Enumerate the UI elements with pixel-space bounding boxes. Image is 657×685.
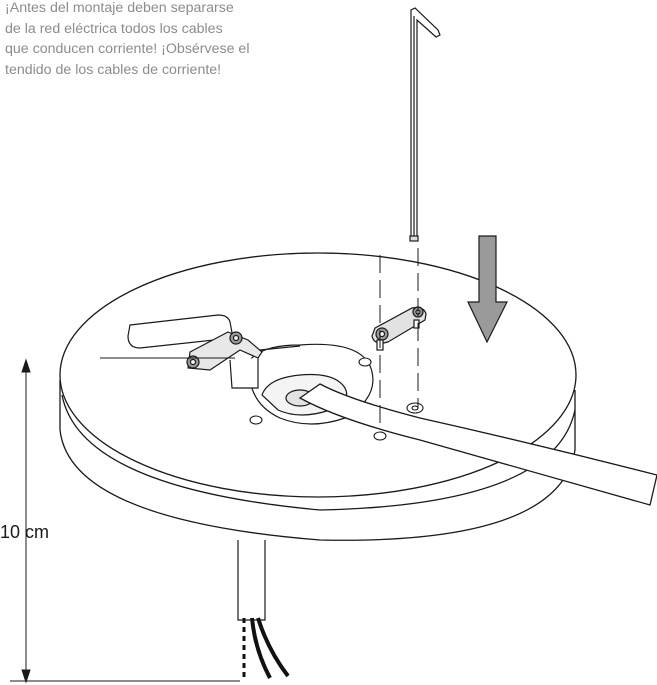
allen-key-icon <box>409 7 441 242</box>
dimension-line <box>10 357 240 684</box>
warning-line-1: ¡Antes del montaje deben separarse <box>5 0 234 16</box>
falling-bracket <box>371 306 427 351</box>
guide-lines <box>379 248 419 430</box>
warning-line-2: de la red eléctrica todos los cables <box>5 20 223 37</box>
screw-holes <box>249 357 424 441</box>
warning-line-4: tendido de los cables de corriente! <box>5 61 222 78</box>
warning-line-3: que conducen corriente! ¡Obsérvese el <box>5 41 250 57</box>
left-bracket <box>186 331 263 389</box>
warning-text: ¡Antes del montaje deben separarse de la… <box>5 0 345 80</box>
cable-bottom <box>237 540 290 680</box>
dimension-label: 10 cm <box>0 522 50 542</box>
cable-top <box>298 383 657 506</box>
down-arrow-icon <box>467 235 508 344</box>
